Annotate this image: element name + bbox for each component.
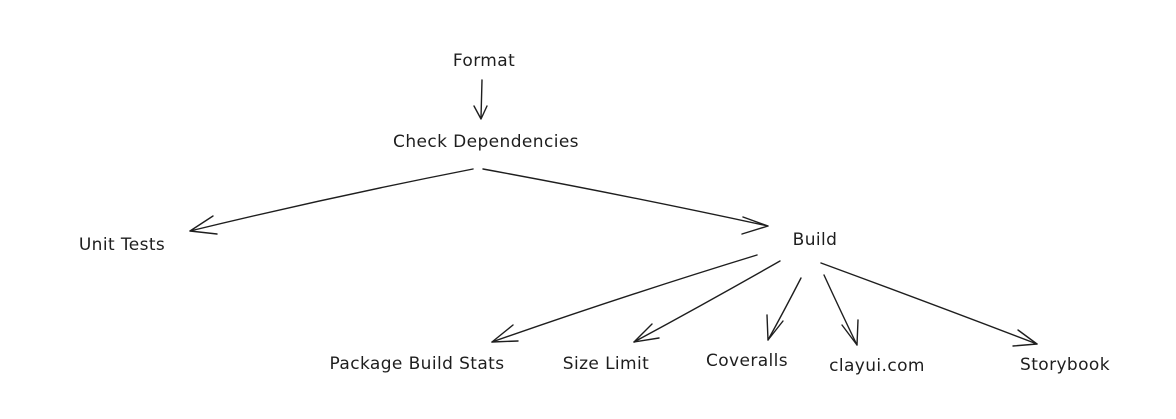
- edge-build-to-coveralls: [766, 277, 802, 341]
- node-coveralls: Coveralls: [706, 351, 788, 371]
- edges: [189, 79, 1038, 347]
- edge-format-to-check-dependencies: [473, 79, 488, 120]
- node-size-limit: Size Limit: [563, 354, 649, 374]
- labels: Format Check Dependencies Unit Tests Bui…: [79, 51, 1110, 376]
- node-build: Build: [793, 230, 838, 250]
- edge-build-to-size-limit: [633, 260, 781, 343]
- edge-build-to-package-build-stats: [491, 254, 758, 343]
- edge-check-dependencies-to-build: [482, 168, 769, 235]
- node-check-dependencies: Check Dependencies: [393, 132, 579, 152]
- node-format: Format: [453, 51, 515, 71]
- node-clayui-com: clayui.com: [829, 356, 925, 376]
- edge-build-to-storybook: [820, 262, 1038, 347]
- node-storybook: Storybook: [1020, 355, 1110, 375]
- node-package-build-stats: Package Build Stats: [330, 354, 505, 374]
- edge-check-dependencies-to-unit-tests: [189, 168, 474, 235]
- edge-build-to-clayui-com: [823, 274, 859, 346]
- node-unit-tests: Unit Tests: [79, 235, 165, 255]
